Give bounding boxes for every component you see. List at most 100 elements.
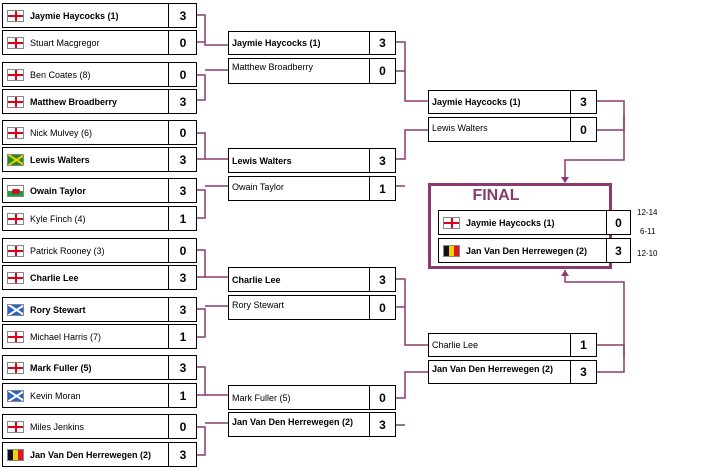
- semifinal-player-row: Charlie Lee 1: [428, 333, 597, 357]
- semifinal-player-row: Jaymie Haycocks (1) 3: [428, 90, 597, 114]
- player-name: Rory Stewart: [30, 304, 86, 315]
- player-name: Charlie Lee: [432, 340, 479, 350]
- round2-player-row: Owain Taylor 1: [228, 176, 396, 201]
- player-name: Matthew Broadberry: [232, 62, 314, 72]
- round2-player-row: Lewis Walters 3: [228, 148, 396, 173]
- round1-player-row: Matthew Broadberry 3: [2, 89, 197, 114]
- round1-player-row: Michael Harris (7) 1: [2, 324, 197, 349]
- player-name: Owain Taylor: [30, 185, 86, 196]
- player-name: Jan Van Den Herrewegen (2): [432, 364, 554, 374]
- player-name: Mark Fuller (5): [30, 362, 92, 373]
- final-set-score: 12-14: [637, 208, 658, 217]
- player-score: 3: [379, 417, 386, 432]
- player-score: 0: [379, 64, 386, 78]
- scotland-flag-icon: [7, 304, 24, 316]
- player-name: Charlie Lee: [232, 274, 281, 285]
- player-score: 0: [379, 390, 386, 405]
- player-name: Nick Mulvey (6): [30, 127, 93, 138]
- player-name: Jaymie Haycocks (1): [232, 38, 321, 48]
- player-name: Jan Van Den Herrewegen (2): [30, 449, 152, 460]
- player-score: 0: [615, 215, 622, 230]
- player-name: Owain Taylor: [232, 182, 284, 192]
- round1-player-row: Stuart Macgregor 0: [2, 30, 197, 55]
- england-flag-icon: [7, 245, 24, 257]
- jamaica-flag-icon: [7, 154, 24, 166]
- final-set-score: 12-10: [637, 249, 658, 258]
- round2-player-row: Charlie Lee 3: [228, 267, 396, 292]
- player-score: 3: [179, 152, 187, 167]
- player-score: 1: [379, 181, 386, 196]
- player-score: 0: [179, 243, 187, 258]
- round1-player-row: Lewis Walters 3: [2, 147, 197, 172]
- player-score: 3: [179, 270, 187, 285]
- round1-player-row: Owain Taylor 3: [2, 178, 197, 203]
- player-name: Jan Van Den Herrewegen (2): [232, 417, 354, 427]
- player-name: Rory Stewart: [232, 300, 285, 310]
- player-score: 3: [615, 243, 622, 258]
- player-score: 0: [580, 122, 587, 137]
- england-flag-icon: [7, 421, 24, 433]
- england-flag-icon: [7, 37, 24, 49]
- player-score: 3: [379, 272, 386, 287]
- round2-player-row: Jan Van Den Herrewegen (2) 3: [228, 412, 396, 437]
- round1-player-row: Charlie Lee 3: [2, 265, 197, 290]
- player-name: Lewis Walters: [30, 154, 90, 165]
- final-set-score: 6-11: [640, 227, 656, 236]
- player-score: 1: [179, 388, 187, 403]
- round2-player-row: Mark Fuller (5) 0: [228, 385, 396, 410]
- round1-player-row: Miles Jenkins 0: [2, 414, 197, 439]
- player-score: 0: [179, 419, 187, 434]
- round1-player-row: Jan Van Den Herrewegen (2) 3: [2, 442, 197, 467]
- round1-player-row: Ben Coates (8) 0: [2, 62, 197, 87]
- england-flag-icon: [7, 331, 24, 343]
- england-flag-icon: [7, 69, 24, 81]
- round1-player-row: Rory Stewart 3: [2, 297, 197, 322]
- england-flag-icon: [443, 217, 460, 229]
- player-name: Michael Harris (7): [30, 331, 102, 342]
- player-score: 0: [179, 67, 187, 82]
- player-score: 0: [179, 125, 187, 140]
- player-score: 3: [179, 360, 187, 375]
- player-name: Lewis Walters: [232, 155, 292, 166]
- england-flag-icon: [7, 272, 24, 284]
- semifinal-player-row: Lewis Walters 0: [428, 117, 597, 142]
- round2-player-row: Jaymie Haycocks (1) 3: [228, 31, 396, 55]
- player-name: Miles Jenkins: [30, 421, 85, 432]
- england-flag-icon: [7, 213, 24, 225]
- player-name: Jan Van Den Herrewegen (2): [466, 245, 588, 256]
- player-score: 1: [179, 329, 187, 344]
- final-panel: FINAL Jaymie Haycocks (1) 0 Jan Van Den …: [428, 183, 631, 269]
- england-flag-icon: [7, 127, 24, 139]
- player-score: 0: [179, 35, 187, 50]
- round2-player-row: Rory Stewart 0: [228, 295, 396, 320]
- semifinal-player-row: Jan Van Den Herrewegen (2) 3: [428, 360, 597, 384]
- player-score: 3: [179, 447, 187, 462]
- player-name: Ben Coates (8): [30, 69, 91, 80]
- player-score: 3: [179, 8, 187, 23]
- player-name: Kevin Moran: [30, 390, 81, 401]
- player-name: Jaymie Haycocks (1): [30, 10, 119, 21]
- player-score: 3: [179, 94, 187, 109]
- player-name: Lewis Walters: [432, 123, 488, 133]
- player-score: 3: [179, 183, 187, 198]
- round1-player-row: Mark Fuller (5) 3: [2, 355, 197, 380]
- round1-player-row: Kyle Finch (4) 1: [2, 206, 197, 231]
- scotland-flag-icon: [7, 390, 24, 402]
- round1-player-row: Kevin Moran 1: [2, 383, 197, 408]
- player-score: 1: [179, 211, 187, 226]
- wales-flag-icon: [7, 185, 24, 197]
- player-score: 3: [179, 302, 187, 317]
- round1-player-row: Jaymie Haycocks (1) 3: [2, 3, 197, 28]
- round1-player-row: Nick Mulvey (6) 0: [2, 120, 197, 145]
- player-score: 3: [580, 365, 587, 379]
- player-name: Stuart Macgregor: [30, 37, 100, 48]
- round1-player-row: Patrick Rooney (3) 0: [2, 238, 197, 263]
- player-name: Charlie Lee: [30, 272, 79, 283]
- england-flag-icon: [7, 10, 24, 22]
- final-player-row: Jaymie Haycocks (1) 0: [438, 210, 631, 235]
- player-name: Patrick Rooney (3): [30, 245, 105, 256]
- player-name: Jaymie Haycocks (1): [432, 97, 521, 107]
- player-score: 3: [580, 95, 587, 109]
- final-title: FINAL: [472, 187, 520, 204]
- england-flag-icon: [7, 96, 24, 108]
